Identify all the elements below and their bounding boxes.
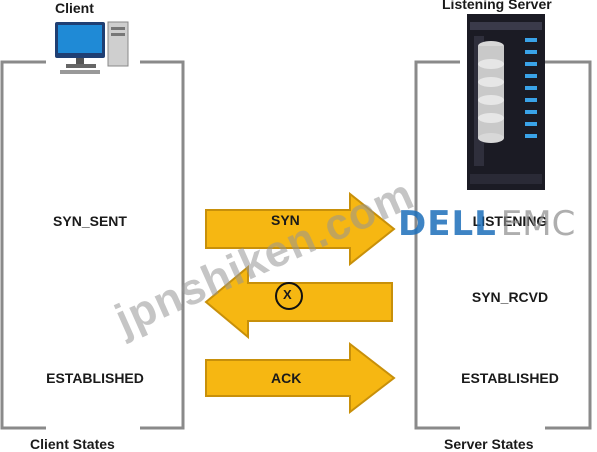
server-bracket	[414, 60, 592, 430]
ack-label: ACK	[271, 370, 302, 386]
emc-logo-text: EMC	[500, 204, 576, 244]
server-state-established: ESTABLISHED	[461, 370, 559, 386]
server-states-footer: Server States	[444, 436, 534, 452]
server-icon	[467, 14, 545, 190]
server-state-listening: LISTENING	[472, 213, 548, 229]
client-state-established: ESTABLISHED	[46, 370, 144, 386]
client-bracket	[0, 60, 185, 430]
server-state-syn-rcvd: SYN_RCVD	[471, 289, 549, 305]
ack-arrow	[205, 341, 396, 415]
client-title: Client	[55, 0, 94, 16]
syn-label: SYN	[271, 212, 300, 228]
blocked-x-label: X	[283, 287, 292, 302]
client-states-footer: Client States	[30, 436, 115, 452]
server-title: Listening Server	[442, 0, 552, 12]
client-state-syn-sent: SYN_SENT	[53, 213, 127, 229]
blocked-circle	[275, 282, 303, 310]
syn-arrow	[205, 191, 396, 267]
computer-icon	[55, 21, 129, 74]
dell-logo-text: DELL	[398, 204, 497, 244]
